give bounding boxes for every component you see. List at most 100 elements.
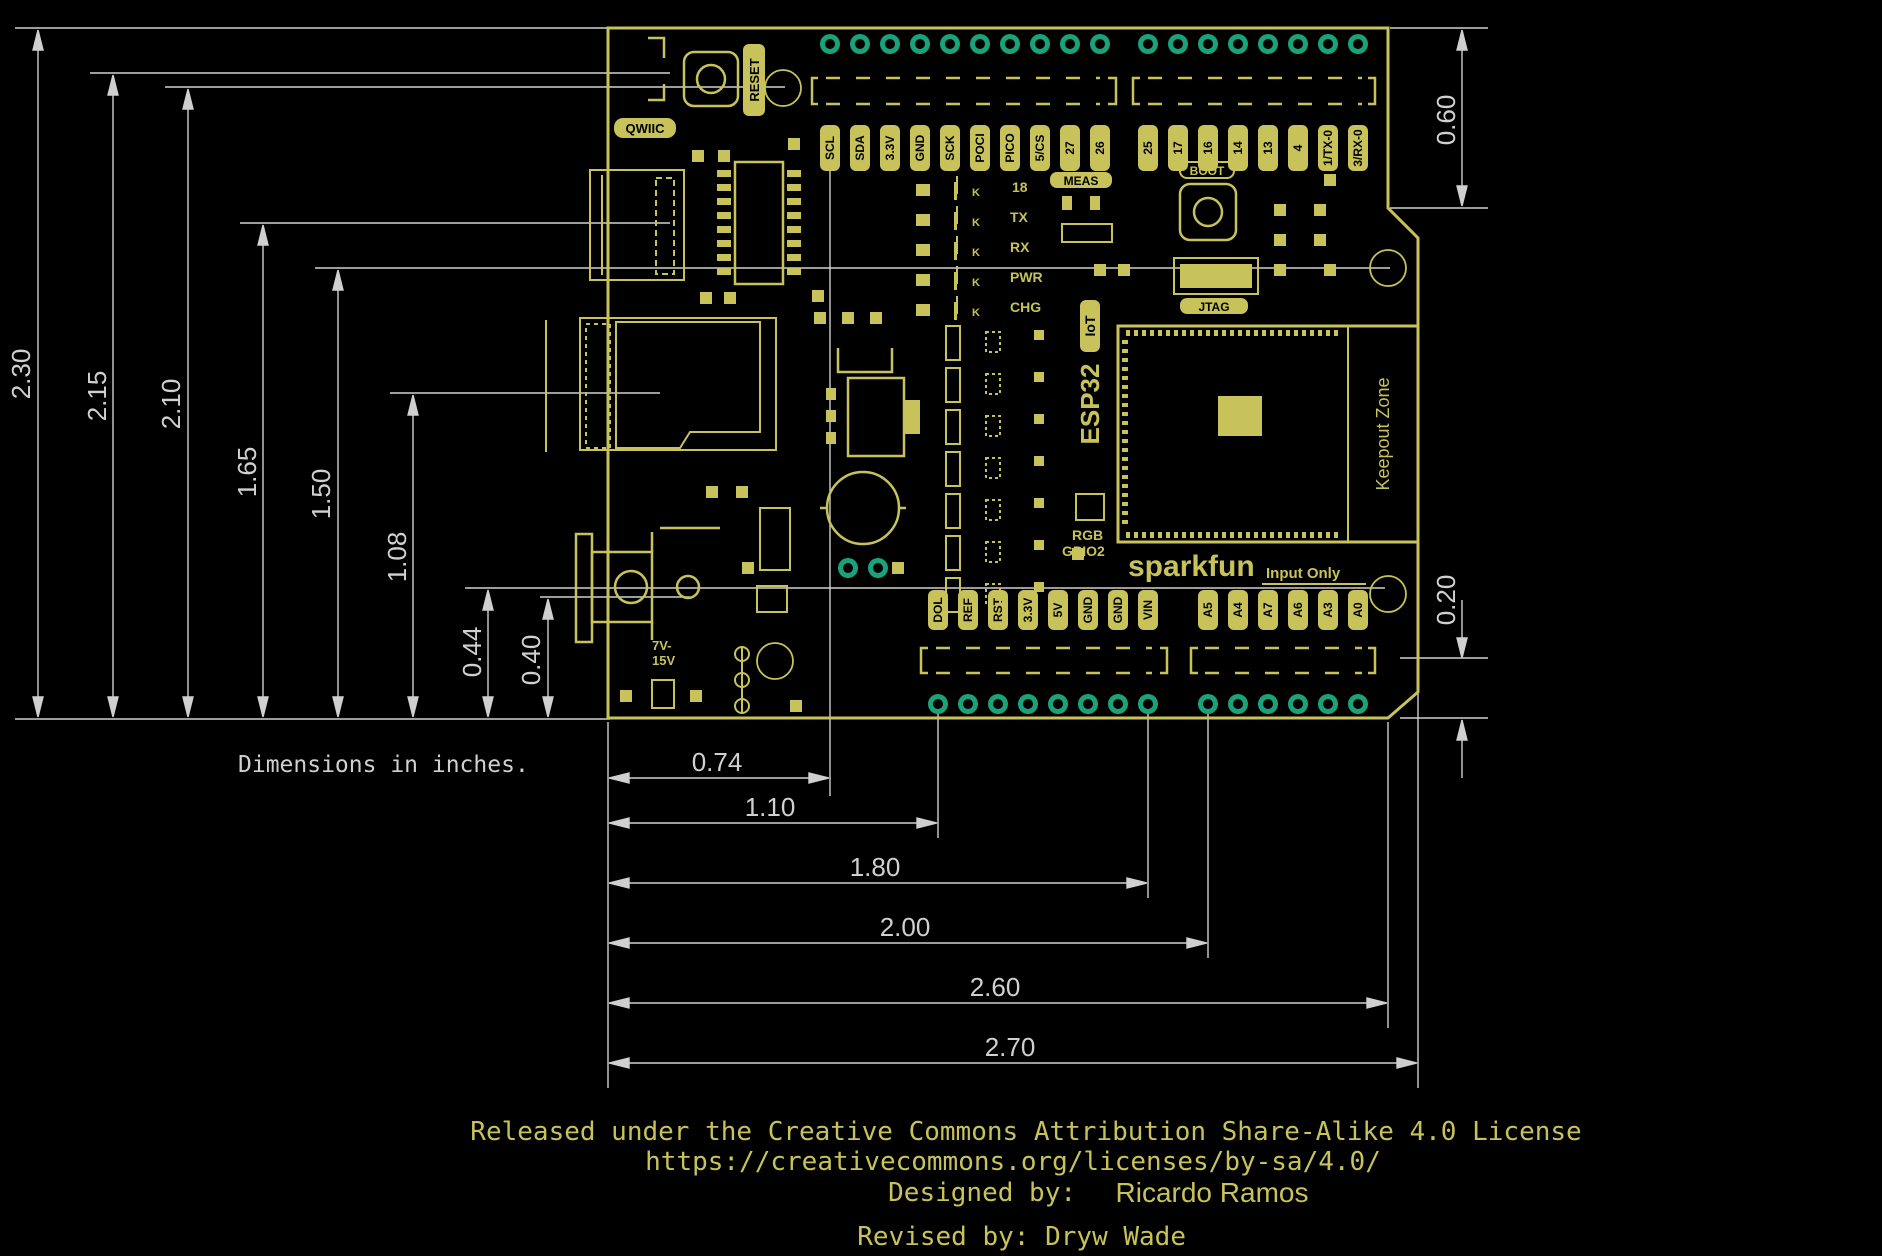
reset-label-tag: RESET — [743, 44, 765, 116]
dim-0-20: 0.20 — [1431, 575, 1461, 626]
fet-outline — [985, 457, 1001, 479]
chip-pin — [717, 170, 731, 177]
chip-pin — [787, 198, 801, 205]
module-pin — [1122, 412, 1128, 416]
smd-pad — [1034, 414, 1044, 424]
module-pin — [1334, 330, 1338, 336]
boot-label-tag: BOOT — [1179, 161, 1235, 179]
svg-text:QWIIC: QWIIC — [626, 121, 666, 136]
svg-text:GND: GND — [1111, 596, 1125, 623]
svg-text:5/CS: 5/CS — [1033, 135, 1047, 162]
fet-outline — [985, 373, 1001, 395]
module-pin — [1238, 532, 1242, 538]
chip-pin — [787, 226, 801, 233]
header-pad — [1258, 34, 1278, 54]
smd-pad — [1034, 330, 1044, 340]
chip-pin — [717, 184, 731, 191]
bottom-header-label: A6 — [1288, 590, 1308, 630]
dim-2-70: 2.70 — [985, 1032, 1036, 1062]
dimensions-note: Dimensions in inches. — [238, 752, 529, 778]
svg-text:MEAS: MEAS — [1064, 174, 1099, 188]
module-pin — [1122, 457, 1128, 461]
module-pin — [1198, 532, 1202, 538]
led-pad — [916, 214, 930, 226]
fet-outline — [985, 583, 1001, 605]
small-ic — [756, 585, 788, 613]
svg-text:BOOT: BOOT — [1190, 164, 1225, 178]
input-only-label: Input Only — [1266, 565, 1341, 582]
led-k-label: K — [972, 307, 980, 319]
header-pad — [1318, 694, 1338, 714]
header-pad — [1198, 34, 1218, 54]
svg-text:SCK: SCK — [943, 135, 957, 161]
svg-text:CHG: CHG — [1010, 299, 1041, 315]
smd-pad — [620, 690, 632, 702]
svg-text:14: 14 — [1231, 141, 1245, 155]
top-header-label: GND — [910, 125, 930, 171]
header-pad — [1168, 34, 1188, 54]
module-pin — [1122, 421, 1128, 425]
header-pad — [1000, 34, 1020, 54]
module-pin — [1206, 532, 1210, 538]
module-pin — [1122, 394, 1128, 398]
smd-pad — [870, 312, 882, 324]
module-pin — [1230, 330, 1234, 336]
microsd-slot — [545, 317, 777, 452]
horizontal-dimension-labels: 0.74 1.10 1.80 2.00 2.60 2.70 — [692, 747, 1036, 1062]
svg-text:PWR: PWR — [1010, 269, 1043, 285]
smd-pad — [842, 312, 854, 324]
header-pad — [1318, 34, 1338, 54]
smd-pad — [1034, 498, 1044, 508]
designed-by-label: Designed by: — [888, 1178, 1076, 1208]
svg-text:DOL: DOL — [931, 597, 945, 622]
module-pin — [1122, 439, 1128, 443]
module-pin — [1294, 330, 1298, 336]
svg-text:7V-: 7V- — [652, 638, 672, 653]
smd-pad — [790, 700, 802, 712]
header-pad — [1060, 34, 1080, 54]
header-pad — [820, 34, 840, 54]
module-pin — [1126, 532, 1130, 538]
test-pad-hole — [873, 563, 883, 573]
top-header-label: 3/RX-0 — [1348, 125, 1368, 171]
module-pin — [1122, 520, 1128, 524]
chip-pin — [787, 268, 801, 275]
module-pin — [1198, 330, 1202, 336]
header-pad — [988, 694, 1008, 714]
module-pin — [1278, 330, 1282, 336]
top-header-label: 13 — [1258, 125, 1278, 171]
module-pin — [1142, 532, 1146, 538]
header-pad — [940, 34, 960, 54]
module-pin — [1182, 330, 1186, 336]
smd-pad — [718, 150, 730, 162]
coin-cell-holder — [820, 470, 906, 546]
chip-pin — [787, 240, 801, 247]
header-pad — [1348, 34, 1368, 54]
dim-0-74: 0.74 — [692, 747, 743, 777]
chip-pins — [717, 170, 801, 275]
svg-text:SCL: SCL — [823, 136, 837, 160]
module-pin — [1166, 330, 1170, 336]
led-bar — [954, 182, 957, 200]
bottom-header-label: A5 — [1198, 590, 1218, 630]
top-header-label: 26 — [1090, 125, 1110, 171]
module-pin — [1326, 330, 1330, 336]
module-pin — [1246, 330, 1250, 336]
svg-text:A0: A0 — [1351, 602, 1365, 618]
module-pin — [1190, 330, 1194, 336]
module-pin — [1214, 330, 1218, 336]
header-pad — [1018, 694, 1038, 714]
meas-label-tag: MEAS — [1050, 172, 1112, 188]
svg-text:25: 25 — [1141, 141, 1155, 155]
svg-text:17: 17 — [1171, 141, 1185, 155]
module-pin — [1262, 330, 1266, 336]
usb-uart-chip — [733, 160, 785, 286]
svg-text:15V: 15V — [652, 653, 675, 668]
header-pad — [1090, 34, 1110, 54]
bottom-header-label: DOL — [928, 590, 948, 630]
module-pin — [1158, 330, 1162, 336]
module-pin — [1122, 511, 1128, 515]
